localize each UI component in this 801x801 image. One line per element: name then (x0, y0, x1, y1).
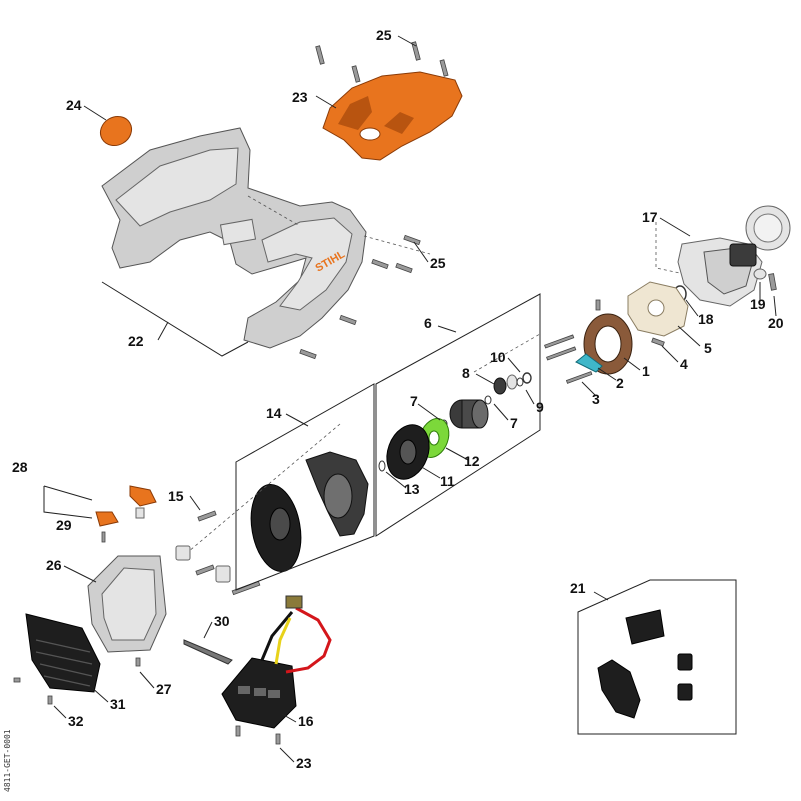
part-7-ring-a[interactable] (484, 395, 492, 405)
label-6[interactable]: 6 (424, 315, 432, 331)
label-4[interactable]: 4 (680, 356, 688, 372)
retaining-clips (175, 545, 231, 583)
label-12[interactable]: 12 (464, 453, 480, 469)
label-31[interactable]: 31 (110, 696, 126, 712)
label-27[interactable]: 27 (156, 681, 172, 697)
part-16-electronics-module[interactable] (221, 595, 332, 729)
label-9[interactable]: 9 (536, 399, 544, 415)
label-17[interactable]: 17 (642, 209, 658, 225)
part-31-grille[interactable] (25, 613, 101, 693)
part-10-ring[interactable] (522, 372, 532, 384)
part-15-screws[interactable] (195, 510, 261, 596)
label-19[interactable]: 19 (750, 296, 766, 312)
housing-screws (299, 41, 449, 360)
part-4-screw[interactable] (651, 337, 665, 347)
part-1-stator[interactable] (583, 299, 633, 375)
label-8[interactable]: 8 (462, 365, 470, 381)
part-21-kit-frame[interactable] (577, 579, 737, 735)
label-11[interactable]: 11 (440, 473, 455, 489)
part-14-fan-housing[interactable] (245, 451, 369, 575)
part-26-battery-tray[interactable] (87, 555, 167, 653)
part-29-screw[interactable] (101, 531, 106, 543)
part-27-screw[interactable] (135, 657, 141, 667)
label-10[interactable]: 10 (490, 349, 506, 365)
label-20[interactable]: 20 (768, 315, 784, 331)
part-24-round-cap[interactable] (95, 111, 137, 151)
part-17-rear-housing[interactable] (677, 205, 791, 307)
part-28-brackets[interactable] (95, 485, 157, 527)
label-21[interactable]: 21 (570, 580, 586, 596)
label-7-left[interactable]: 7 (410, 393, 418, 409)
label-2[interactable]: 2 (616, 375, 624, 391)
label-7-right[interactable]: 7 (510, 415, 518, 431)
label-30[interactable]: 30 (214, 613, 230, 629)
part-30-cable-tie[interactable] (183, 639, 233, 665)
label-13[interactable]: 13 (404, 481, 420, 497)
callout-labels: 25 23 24 22 25 17 18 19 20 5 4 1 2 3 6 1… (12, 27, 784, 771)
label-25-top[interactable]: 25 (376, 27, 392, 43)
label-25-mid[interactable]: 25 (430, 255, 446, 271)
part-5-bearing-plate[interactable] (627, 281, 689, 337)
part-32-screw[interactable] (47, 695, 53, 705)
part-11-impeller[interactable] (380, 419, 437, 485)
label-29[interactable]: 29 (56, 517, 72, 533)
label-23-top[interactable]: 23 (292, 89, 308, 105)
label-26[interactable]: 26 (46, 557, 62, 573)
part-13-ring[interactable] (378, 460, 386, 472)
leader-lines (53, 35, 777, 763)
label-22[interactable]: 22 (128, 333, 144, 349)
label-3[interactable]: 3 (592, 391, 600, 407)
label-5[interactable]: 5 (704, 340, 712, 356)
part-screw-left (13, 677, 21, 683)
part-3-bolts[interactable] (544, 334, 593, 384)
label-24[interactable]: 24 (66, 97, 82, 113)
part-8-bearing[interactable] (493, 374, 518, 395)
part-9-washer[interactable] (516, 377, 524, 387)
label-18[interactable]: 18 (698, 311, 714, 327)
label-14[interactable]: 14 (266, 405, 282, 421)
part-rotor (449, 399, 489, 429)
part-23-screw-lower (275, 733, 281, 745)
drawing-code: 4811-GET-0001 (3, 729, 12, 792)
label-15[interactable]: 15 (168, 488, 184, 504)
label-28[interactable]: 28 (12, 459, 28, 475)
part-screw-lower-left (235, 725, 241, 737)
part-2-clip[interactable] (575, 353, 603, 373)
label-23-bottom[interactable]: 23 (296, 755, 312, 771)
label-1[interactable]: 1 (642, 363, 650, 379)
part-23-top-cover[interactable] (322, 71, 463, 161)
label-32[interactable]: 32 (68, 713, 84, 729)
part-19-nut[interactable] (753, 268, 767, 280)
bracket-frames (43, 281, 541, 591)
label-16[interactable]: 16 (298, 713, 314, 729)
part-22-main-housing[interactable]: STIHL (101, 127, 367, 349)
part-20-screw[interactable] (768, 273, 777, 291)
